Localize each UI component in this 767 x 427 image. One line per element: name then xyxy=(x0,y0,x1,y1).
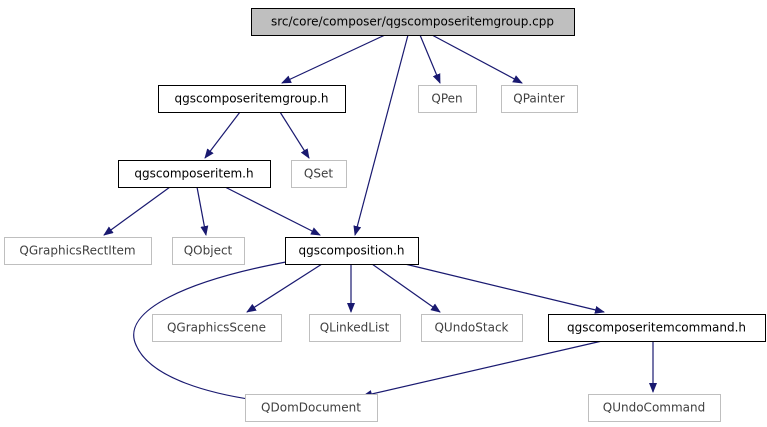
edge-comp_h-to-cmd_h xyxy=(404,263,605,314)
node-box xyxy=(418,85,477,113)
node-box xyxy=(421,314,523,342)
node-box xyxy=(172,237,245,265)
edge-comp_h-to-qdd xyxy=(133,261,287,405)
node-qobject: QObject xyxy=(172,237,245,265)
node-box xyxy=(309,314,401,342)
edge-comp_h-to-qgs xyxy=(246,263,323,313)
node-label: qgscomposeritemgroup.h xyxy=(174,92,328,106)
node-label: QPen xyxy=(431,92,462,106)
edge-item_h-to-qgri xyxy=(103,186,171,236)
node-label: QGraphicsScene xyxy=(167,321,266,335)
node-label: QDomDocument xyxy=(261,401,361,415)
edge-cpp-to-qpainter xyxy=(431,34,523,84)
node-box xyxy=(158,85,346,113)
edge-cmd_h-to-qdd xyxy=(362,340,603,398)
node-label: QPainter xyxy=(513,92,565,106)
edge-cpp-to-group_h xyxy=(281,34,386,84)
node-label: qgscomposeritemcommand.h xyxy=(567,321,746,335)
node-box xyxy=(118,160,271,188)
node-label: QObject xyxy=(184,244,233,258)
node-label: QUndoStack xyxy=(434,321,508,335)
node-cpp[interactable]: src/core/composer/qgscomposeritemgroup.c… xyxy=(251,8,575,36)
node-box xyxy=(251,8,575,36)
node-label: QGraphicsRectItem xyxy=(19,244,135,258)
node-qll: QLinkedList xyxy=(309,314,401,342)
node-qpen: QPen xyxy=(418,85,477,113)
node-box xyxy=(291,160,347,188)
node-qdd: QDomDocument xyxy=(245,394,378,422)
node-label: QSet xyxy=(304,167,333,181)
node-item_h[interactable]: qgscomposeritem.h xyxy=(118,160,271,188)
node-label: QLinkedList xyxy=(320,321,390,335)
node-box xyxy=(285,237,419,265)
edge-group_h-to-item_h xyxy=(204,111,241,159)
node-quc: QUndoCommand xyxy=(588,394,721,422)
node-label: src/core/composer/qgscomposeritemgroup.c… xyxy=(271,15,554,29)
node-box xyxy=(4,237,152,265)
node-qgs: QGraphicsScene xyxy=(152,314,282,342)
node-box xyxy=(548,314,766,342)
edge-cpp-to-comp_h xyxy=(353,34,409,236)
node-label: qgscomposeritem.h xyxy=(134,167,253,181)
edge-cpp-to-qpen xyxy=(419,34,441,84)
node-group_h[interactable]: qgscomposeritemgroup.h xyxy=(158,85,346,113)
edge-item_h-to-qobject xyxy=(196,186,209,236)
node-qset: QSet xyxy=(291,160,347,188)
edge-comp_h-to-qus xyxy=(371,263,441,313)
node-box xyxy=(245,394,378,422)
node-comp_h[interactable]: qgscomposition.h xyxy=(285,237,419,265)
node-box xyxy=(501,85,578,113)
node-qpainter: QPainter xyxy=(501,85,578,113)
edge-group_h-to-qset xyxy=(279,111,310,159)
edge-item_h-to-comp_h xyxy=(224,186,321,236)
node-cmd_h[interactable]: qgscomposeritemcommand.h xyxy=(548,314,766,342)
node-box xyxy=(152,314,282,342)
node-label: qgscomposition.h xyxy=(298,244,404,258)
node-label: QUndoCommand xyxy=(603,401,705,415)
node-box xyxy=(588,394,721,422)
node-qgri: QGraphicsRectItem xyxy=(4,237,152,265)
node-qus: QUndoStack xyxy=(421,314,523,342)
